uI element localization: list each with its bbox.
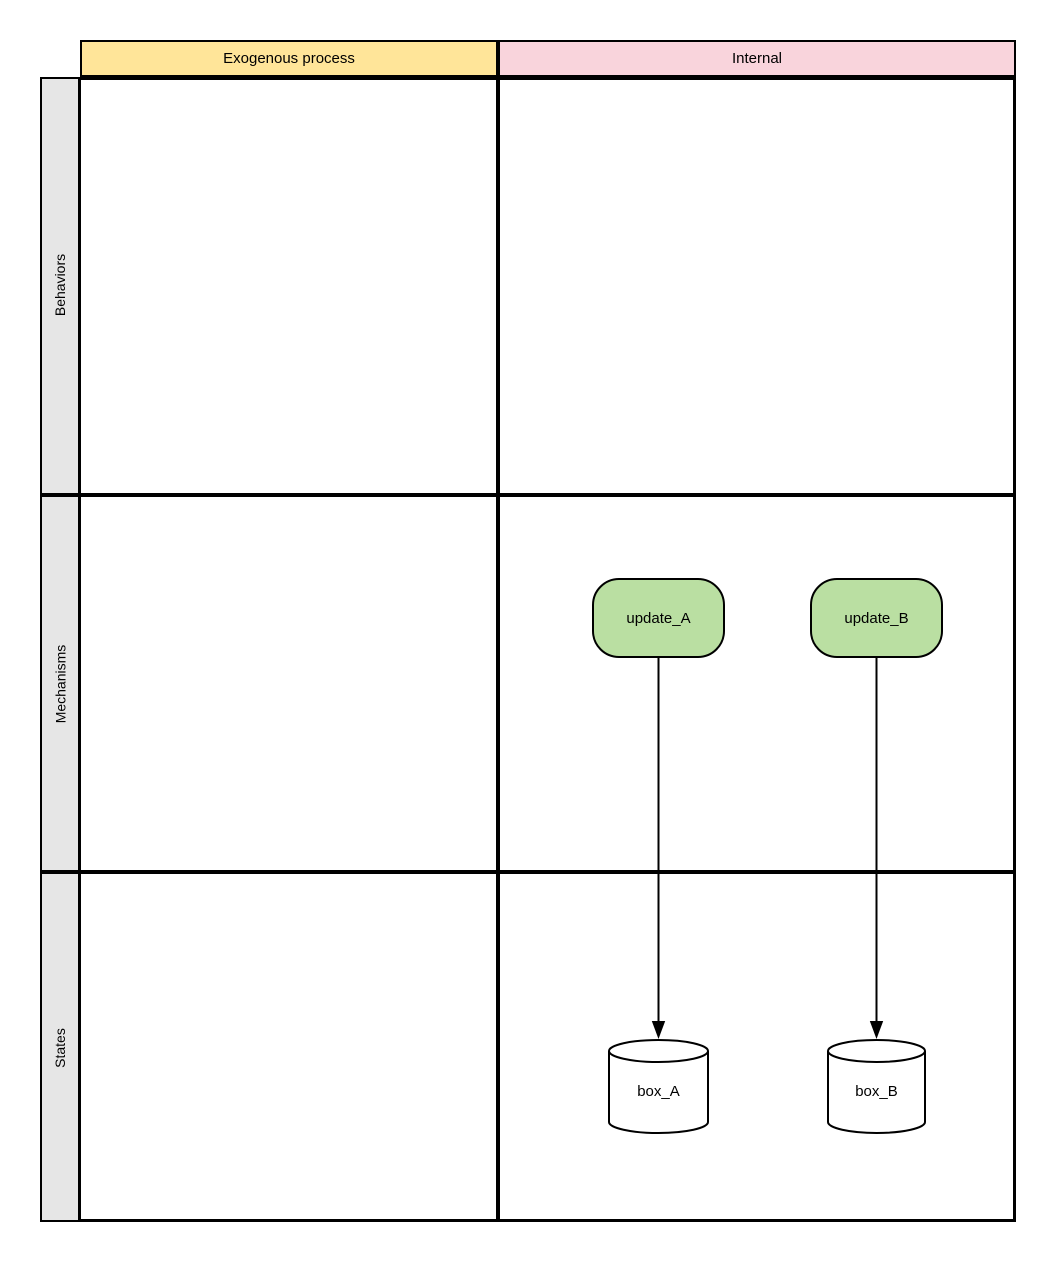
node-box-b[interactable]: box_B <box>827 1039 926 1134</box>
arrowhead-icon <box>869 1021 884 1039</box>
node-box-a[interactable]: box_A <box>608 1039 709 1134</box>
node-update-b[interactable]: update_B <box>810 578 943 658</box>
row-label-column <box>40 77 80 1222</box>
node-update-b-label: update_B <box>844 609 909 627</box>
column-header-exogenous-label: Exogenous process <box>223 50 355 67</box>
node-update-a-label: update_A <box>626 609 691 627</box>
column-header-exogenous: Exogenous process <box>80 40 498 77</box>
column-header-internal: Internal <box>498 40 1016 77</box>
node-box-a-label: box_A <box>637 1083 680 1100</box>
node-update-a[interactable]: update_A <box>592 578 725 658</box>
arrowhead-icon <box>651 1021 666 1039</box>
edge-updateA-to-boxA[interactable] <box>651 658 666 1039</box>
row-divider-behaviors-mechanisms <box>40 493 1016 497</box>
column-header-internal-label: Internal <box>731 50 783 67</box>
edge-updateB-to-boxB[interactable] <box>869 658 884 1039</box>
node-box-b-label: box_B <box>855 1083 898 1100</box>
row-divider-mechanisms-states <box>40 870 1016 874</box>
column-divider-exogenous-internal <box>496 77 500 1222</box>
